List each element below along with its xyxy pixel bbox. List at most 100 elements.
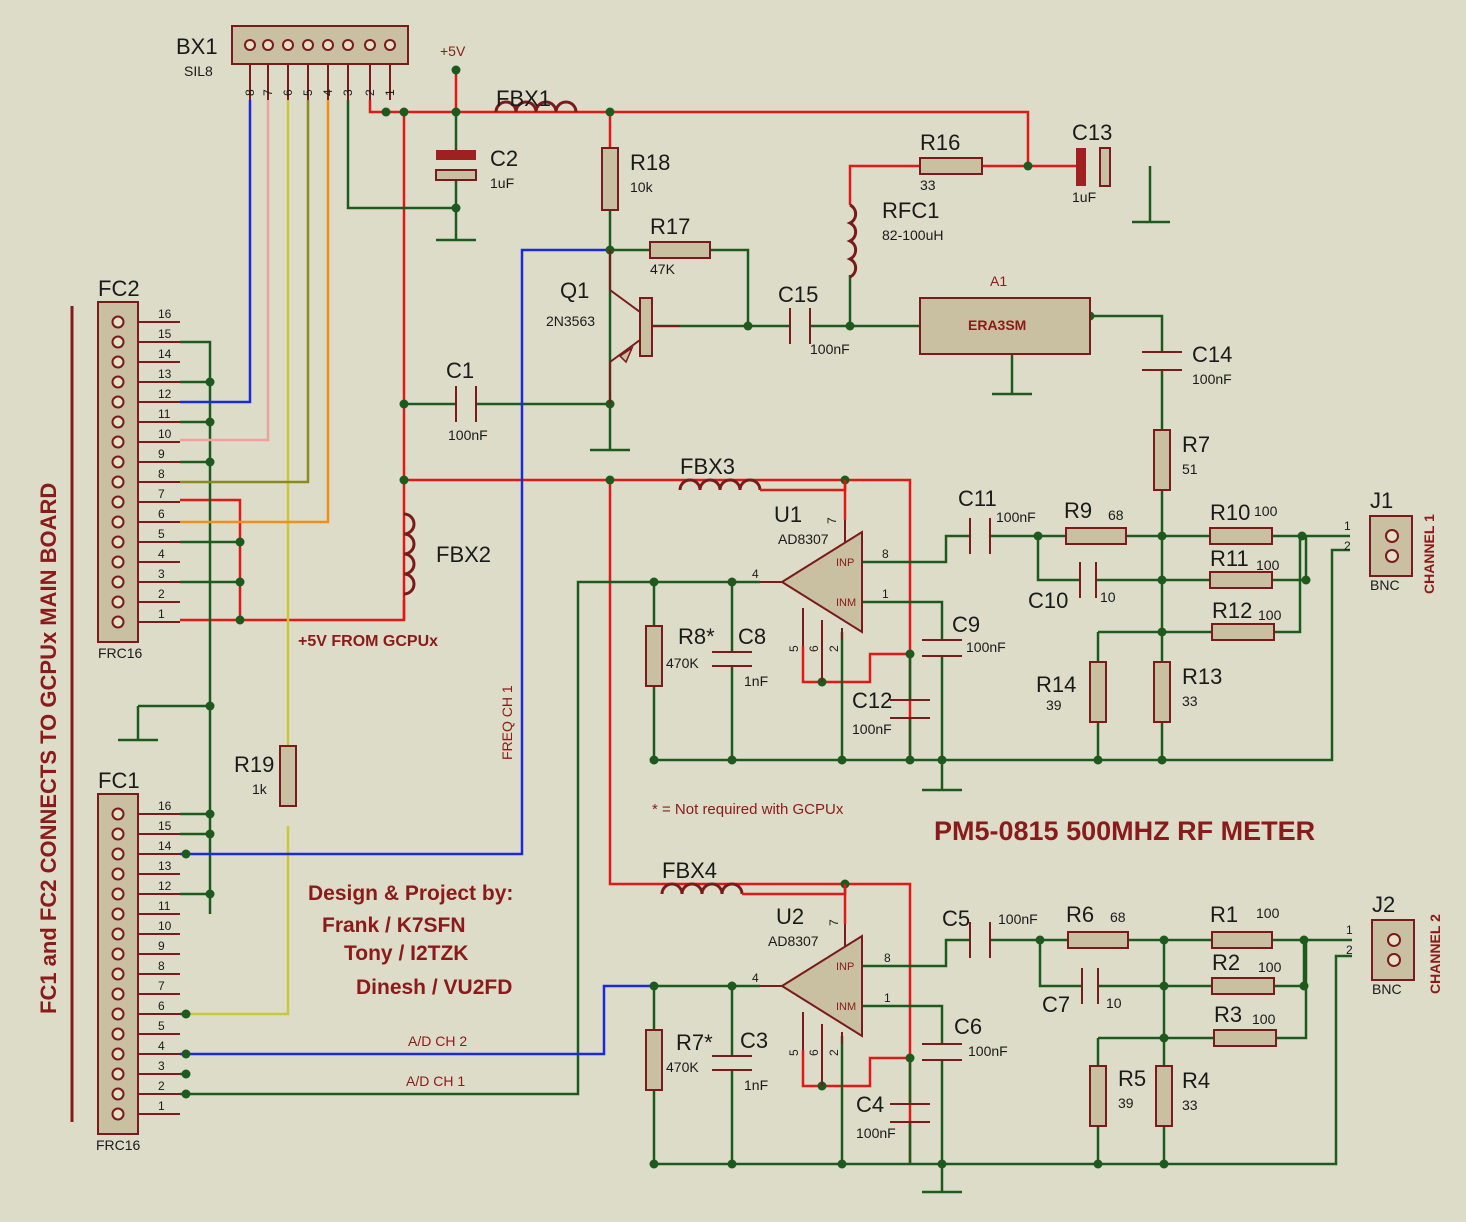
c4-ref: C4 [856, 1092, 884, 1117]
j2-jack [1371, 919, 1415, 981]
j2-pin1: 1 [1346, 923, 1353, 937]
bx1-pin-number: 2 [363, 89, 377, 96]
fc1-pin-number: 9 [158, 939, 165, 953]
fc2-pin-number: 1 [158, 607, 165, 621]
fc2-pin-number: 12 [158, 387, 172, 401]
fbx2-ref: FBX2 [436, 542, 491, 567]
fc1-pin-6 [111, 1007, 125, 1021]
fc1-pin-number: 14 [158, 839, 172, 853]
fc2-value: FRC16 [98, 645, 143, 661]
r8-value: 470K [666, 655, 699, 671]
u1-inp-label: INP [836, 557, 854, 569]
credit-name-2: Tony / I2TZK [344, 942, 468, 965]
j1-ref: J1 [1370, 488, 1393, 513]
bx1-pin-8 [244, 39, 256, 51]
fc1-pin-number: 13 [158, 859, 172, 873]
fc1-pin-number: 7 [158, 979, 165, 993]
bx1-pin-number: 6 [281, 89, 295, 96]
fc1-value: FRC16 [96, 1137, 141, 1153]
credit-name-3: Dinesh / VU2FD [356, 976, 512, 999]
fc1-pin-number: 2 [158, 1079, 165, 1093]
c7-value: 10 [1106, 995, 1122, 1011]
bx1-pin-6 [282, 39, 294, 51]
labels: BX1 SIL8 +5V FBX1 C2 1uF R18 10k R17 47K… [36, 34, 1443, 1153]
j2-ref: J2 [1372, 892, 1395, 917]
fc2-pin-10 [111, 435, 125, 449]
fc2-pin-12 [111, 395, 125, 409]
r18-ref: R18 [630, 150, 670, 175]
c6-ref: C6 [954, 1014, 982, 1039]
u1-pin2: 2 [827, 645, 841, 652]
r7-top-ref: R7 [1182, 432, 1210, 457]
bx1-value: SIL8 [184, 63, 213, 79]
fc1-pin-number: 6 [158, 999, 165, 1013]
u1-value: AD8307 [778, 531, 829, 547]
fc2-pin-number: 8 [158, 467, 165, 481]
capacitor-plates [435, 147, 1182, 1123]
fc2-pin-number: 7 [158, 487, 165, 501]
bx1-pin-4 [322, 39, 334, 51]
fc2-pin-number: 16 [158, 307, 172, 321]
j1-value: BNC [1370, 577, 1400, 593]
c7-ref: C7 [1042, 992, 1070, 1017]
fc1-pin-number: 4 [158, 1039, 165, 1053]
c12-value: 100nF [852, 721, 892, 737]
c1-ref: C1 [446, 358, 474, 383]
r19-value: 1k [252, 781, 268, 797]
r7-top-value: 51 [1182, 461, 1198, 477]
c15-ref: C15 [778, 282, 818, 307]
credits-heading: Design & Project by: [308, 882, 513, 905]
fc2-pin-1 [111, 615, 125, 629]
c11-value: 100nF [996, 509, 1036, 525]
q1-value: 2N3563 [546, 313, 595, 329]
resistor-bodies [279, 147, 1277, 1127]
c10-ref: C10 [1028, 588, 1068, 613]
u2-inp-label: INP [836, 961, 854, 973]
fbx3-ref: FBX3 [680, 454, 735, 479]
bx1-pin-number: 7 [261, 89, 275, 96]
junctions [181, 65, 1311, 1169]
r14-value: 39 [1046, 697, 1062, 713]
a1-ref: A1 [990, 273, 1007, 289]
bx1-pin-number: 8 [243, 89, 257, 96]
u2-pin4: 4 [752, 971, 759, 985]
fc1-pin-number: 12 [158, 879, 172, 893]
schematic-title: PM5-0815 500MHZ RF METER [934, 816, 1315, 846]
r12-value: 100 [1258, 607, 1282, 623]
u1-pin8: 8 [882, 547, 889, 561]
fc1-pin-number: 3 [158, 1059, 165, 1073]
bx1-pin-number: 5 [301, 89, 315, 96]
c1-value: 100nF [448, 427, 488, 443]
fc1-pin-5 [111, 1027, 125, 1041]
r14-ref: R14 [1036, 672, 1076, 697]
fc2-pin-9 [111, 455, 125, 469]
fc1-pin-number: 16 [158, 799, 172, 813]
ground-symbols [118, 220, 1170, 1194]
r7-bottom-value: 470K [666, 1059, 699, 1075]
fc1-pin-4 [111, 1047, 125, 1061]
fc2-pin-number: 5 [158, 527, 165, 541]
c10-value: 10 [1100, 589, 1116, 605]
fc2-pin-5 [111, 535, 125, 549]
fc2-ref: FC2 [98, 276, 140, 301]
fc2-pin-number: 9 [158, 447, 165, 461]
c2-ref: C2 [490, 146, 518, 171]
bx1-pin-number: 4 [321, 89, 335, 96]
rail-label: +5V [440, 43, 466, 59]
u1-pin7: 7 [825, 517, 839, 524]
r11-ref: R11 [1210, 546, 1249, 571]
r13-value: 33 [1182, 693, 1198, 709]
c2-value: 1uF [490, 175, 514, 191]
fc2-pin-8 [111, 475, 125, 489]
inductor-coils [403, 100, 858, 896]
bx1-pin-3 [342, 39, 354, 51]
bx1-pin-number: 1 [383, 89, 397, 96]
fc2-pin-number: 11 [158, 407, 171, 421]
fc2-pin-number: 2 [158, 587, 165, 601]
wires [138, 70, 1352, 1192]
c14-value: 100nF [1192, 371, 1232, 387]
r17-value: 47K [650, 261, 676, 277]
j2-pin2: 2 [1346, 943, 1353, 957]
